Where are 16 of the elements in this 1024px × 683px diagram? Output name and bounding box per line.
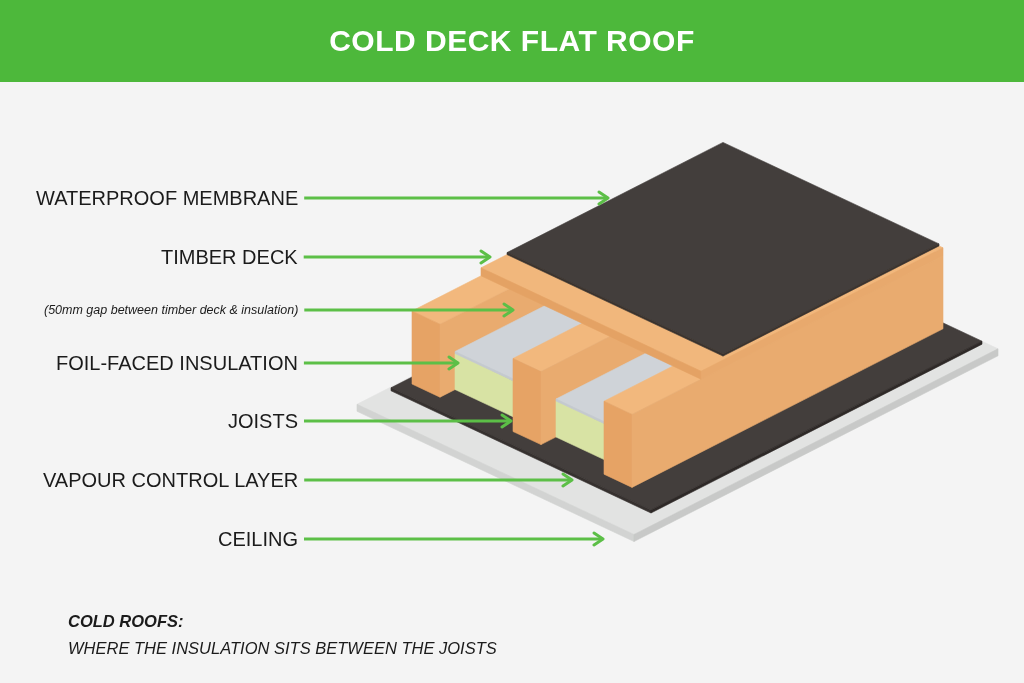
title: COLD DECK FLAT ROOF [329,23,695,59]
leader-arrow [303,355,460,371]
caption: COLD ROOFS: WHERE THE INSULATION SITS BETWEEN THE JOISTS [68,611,497,659]
leader-arrow [304,531,605,547]
note-label: (50mm gap between timber deck & insulation) [44,302,299,318]
leader-arrow [304,413,513,429]
part-label: WATERPROOF MEMBRANE [36,186,299,210]
part-label: VAPOUR CONTROL LAYER [43,468,299,492]
part-label: FOIL-FACED INSULATION [56,351,298,375]
part-label: CEILING [218,527,299,551]
leader-arrow [304,302,515,318]
part-label: JOISTS [228,409,298,433]
leader-arrow [303,249,492,265]
part-label: TIMBER DECK [161,245,298,269]
leader-arrow [304,472,574,488]
leader-arrow [304,190,610,206]
